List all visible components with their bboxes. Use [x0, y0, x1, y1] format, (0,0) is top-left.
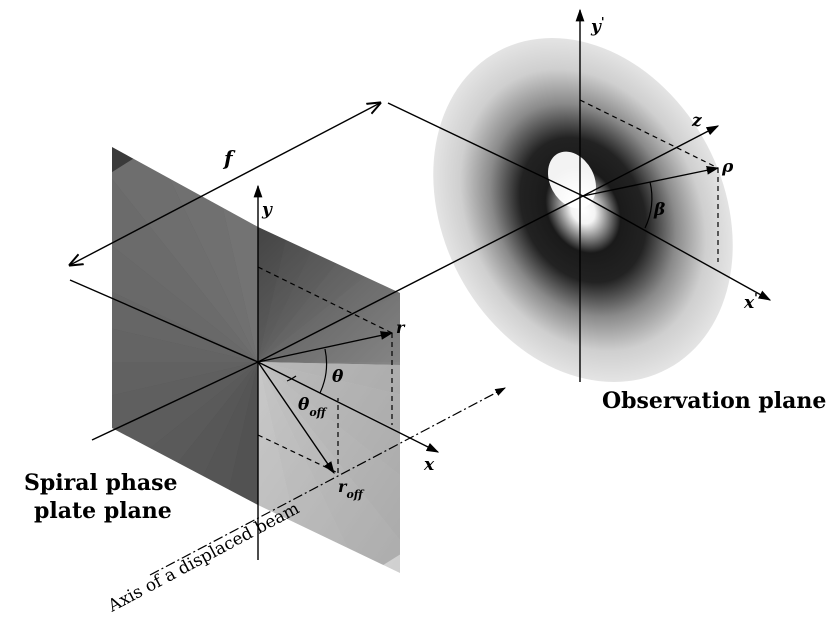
- theta-off-subscript: off: [309, 406, 327, 419]
- r-off-label: roff: [338, 477, 365, 501]
- x-prime-mark: ': [754, 291, 758, 305]
- plate-sector: [112, 362, 258, 467]
- displaced-beam-axis: [149, 387, 506, 576]
- spp-title-line1: Spiral phase: [24, 470, 178, 496]
- observation-plane-title: Observation plane: [602, 388, 826, 414]
- r-off-base: r: [338, 477, 348, 496]
- y-prime-mark: ': [601, 15, 605, 29]
- plate-sector: [258, 362, 400, 550]
- y-prime-label: y': [590, 15, 605, 37]
- theta-off-label: θoff: [298, 395, 328, 419]
- beta-arc: [644, 181, 653, 229]
- spp-title-line2: plate plane: [34, 498, 172, 524]
- plate-sector: [258, 257, 400, 362]
- focal-length-arrow: [70, 103, 584, 265]
- angle-arcs-spp: [286, 348, 328, 394]
- focal-length-label: f: [222, 146, 236, 170]
- plate-sector: [258, 362, 400, 512]
- plate-sector: [112, 308, 258, 362]
- beta-label: β: [653, 200, 665, 220]
- plate-sector: [258, 362, 400, 416]
- plate-sector: [112, 362, 258, 512]
- y-prime-base: y: [590, 17, 602, 37]
- rho-label: ρ: [721, 157, 734, 177]
- r-off-subscript: off: [346, 488, 364, 501]
- y-axis-label: y: [261, 200, 273, 220]
- plate-sector: [258, 362, 363, 573]
- plate-sector: [112, 212, 258, 362]
- x-prime-label: x': [743, 291, 758, 313]
- plate-sector: [112, 362, 258, 416]
- theta-label: θ: [332, 367, 344, 387]
- x-prime-base: x: [743, 293, 755, 313]
- r-label: r: [396, 318, 406, 337]
- plate-sector: [258, 212, 400, 362]
- theta-off-base: θ: [298, 395, 310, 415]
- observation-dashed: [579, 99, 719, 262]
- z-axis-label: z: [691, 111, 702, 131]
- observation-spot: [433, 38, 733, 382]
- spp-axes: [91, 184, 440, 560]
- x-axis-label: x: [423, 455, 435, 475]
- plate-sector: [258, 362, 400, 467]
- optical-axis: [69, 195, 584, 363]
- spp-dashed: [257, 266, 393, 474]
- observation-axes: [575, 8, 772, 382]
